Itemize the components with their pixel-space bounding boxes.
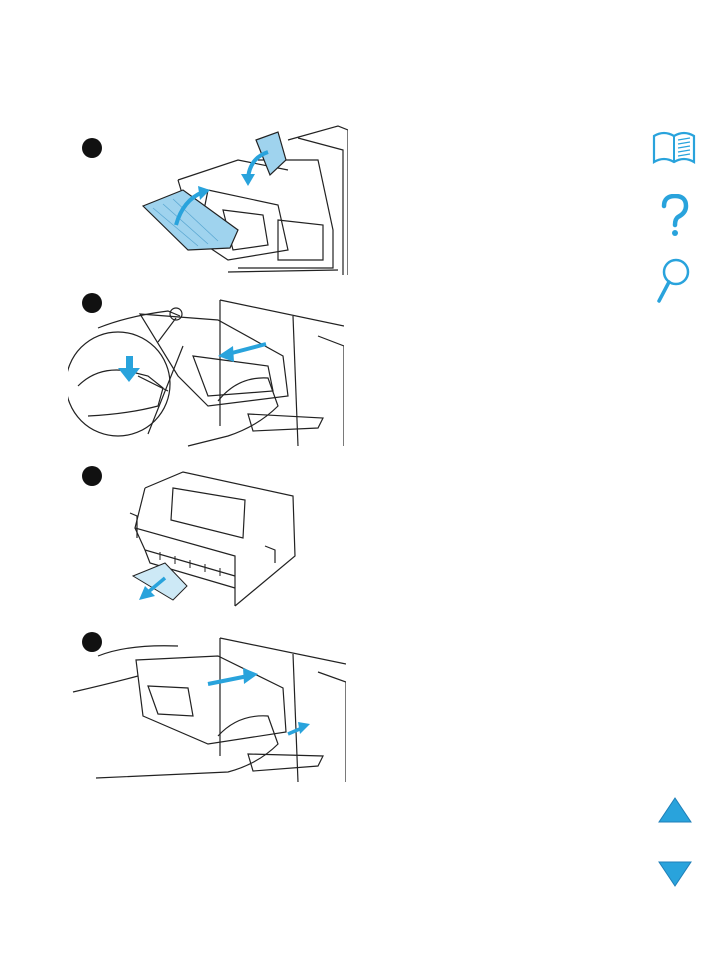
remove-tray-illustration: [68, 299, 344, 447]
lift-front-tray-illustration: [141, 125, 348, 275]
step-3-badge: 3: [82, 466, 102, 486]
step-2-figure: [68, 296, 344, 451]
page-up-triangle-icon[interactable]: [657, 796, 693, 824]
step-2-badge: 2: [82, 293, 102, 313]
help-question-icon[interactable]: [661, 194, 689, 238]
step-3-figure: [125, 468, 300, 610]
step-4-figure: [68, 636, 346, 784]
pull-jammed-paper-illustration: [129, 471, 296, 607]
magnifier-search-icon[interactable]: [656, 258, 692, 304]
step-1-badge: 1: [82, 138, 102, 158]
book-icon[interactable]: [652, 130, 696, 164]
step-1-figure: [138, 120, 348, 275]
page-down-triangle-icon[interactable]: [657, 860, 693, 888]
step-4-badge: 4: [82, 632, 102, 652]
reinsert-tray-illustration: [72, 637, 346, 783]
